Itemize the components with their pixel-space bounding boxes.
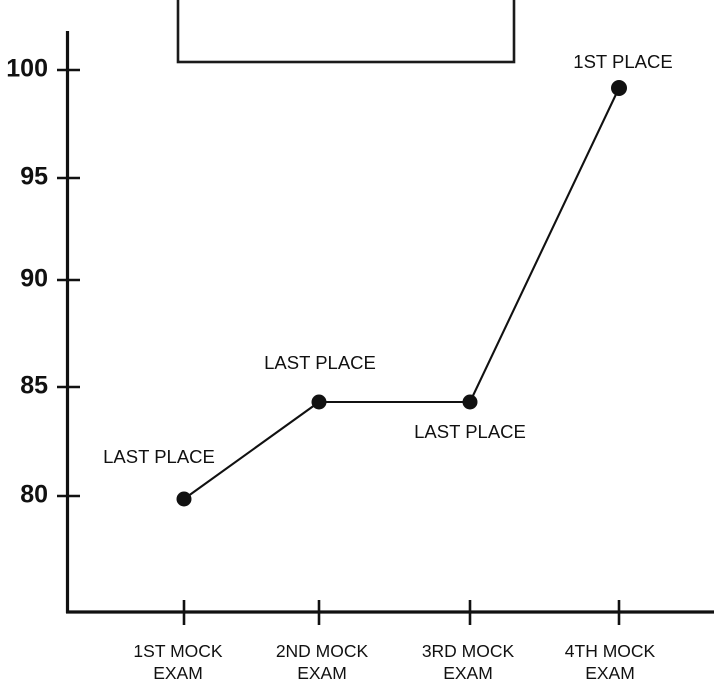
data-point-2[interactable] [311, 394, 327, 410]
x-axis-ticks [182, 600, 621, 625]
x-tick-label-3-line2: EXAM [443, 663, 493, 683]
data-point-1[interactable] [176, 491, 192, 507]
x-tick-label-2-line1: 2ND MOCK [276, 641, 369, 661]
x-tick-label-1-line2: EXAM [153, 663, 203, 683]
x-tick-label-4-line2: EXAM [585, 663, 635, 683]
annotation-point-4: 1ST PLACE [573, 51, 672, 72]
y-tick-label-95: 95 [20, 163, 48, 191]
y-tick-label-85: 85 [20, 372, 48, 400]
y-tick-label-80: 80 [20, 481, 48, 509]
x-tick-label-3-line1: 3RD MOCK [422, 641, 515, 661]
y-tick-label-90: 90 [20, 265, 48, 293]
x-tick-label-2-line2: EXAM [297, 663, 347, 683]
x-tick-label-4-line1: 4TH MOCK [565, 641, 656, 661]
data-point-3[interactable] [462, 394, 478, 410]
annotation-point-2: LAST PLACE [264, 352, 376, 373]
series-line-scores [182, 86, 621, 501]
y-tick-label-100: 100 [6, 55, 48, 83]
title-box [176, 0, 516, 64]
annotation-point-1: LAST PLACE [103, 446, 215, 467]
data-point-4[interactable] [611, 80, 627, 96]
annotation-point-3: LAST PLACE [414, 421, 526, 442]
y-axis-ticks [57, 68, 80, 498]
x-tick-label-1-line1: 1ST MOCK [133, 641, 222, 661]
